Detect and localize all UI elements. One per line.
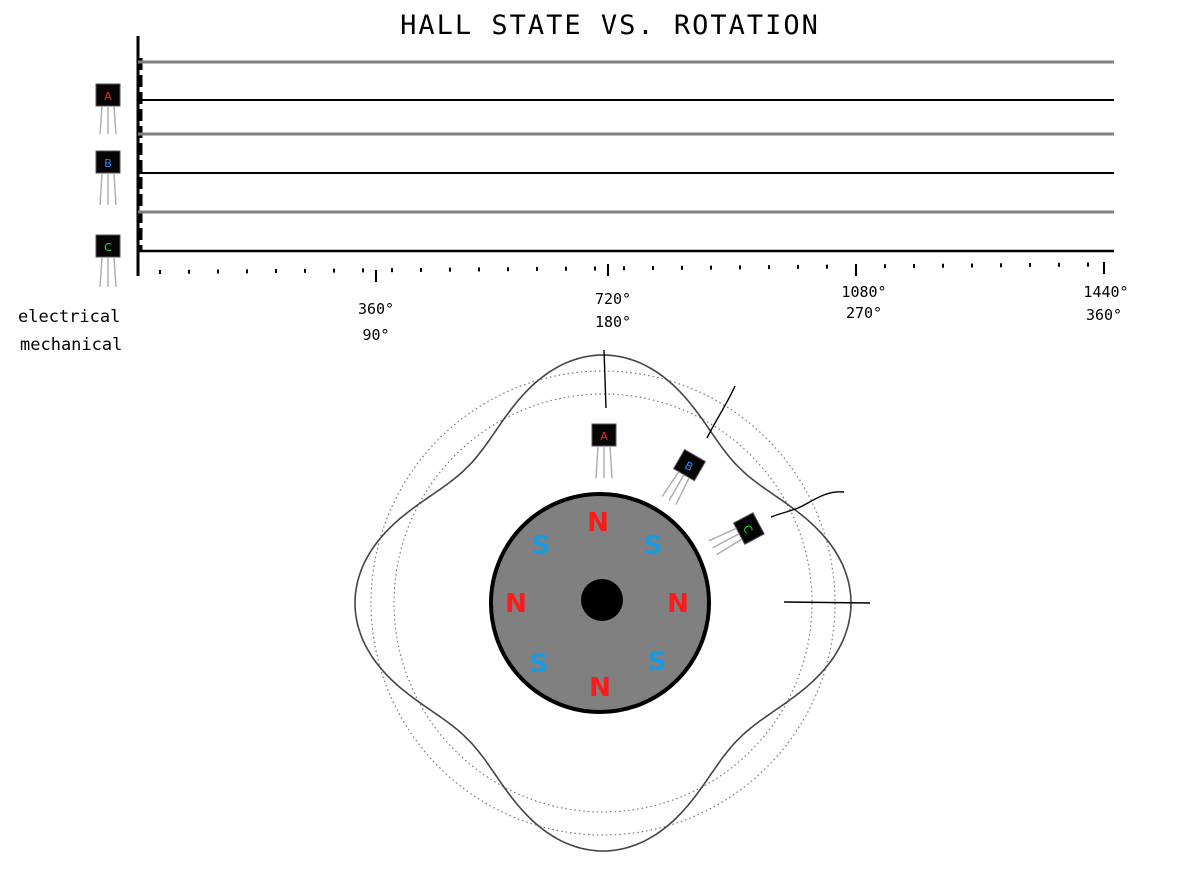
chart-sensor-c-lead-3 [113,256,117,288]
stator-sensor-c-body [732,512,765,545]
stator-sensor-b-lead-1 [661,471,680,498]
rotor-pole-left: N [505,589,527,619]
tick-label-mechanical-270: 270° [846,304,882,322]
stator-sensor-b: B [661,448,707,505]
stator-sensor-b-lead-3 [675,477,690,505]
stator-sensor-c-lead-3 [716,538,743,556]
marker-line-top [603,349,607,409]
stator-sensor-a-lead-3 [609,445,613,479]
rotor-pole-bottom-left: S [530,649,549,679]
chart-sensor-a-label: A [104,90,112,103]
rotor-pole-right: N [667,589,689,619]
tick-label-electrical-720: 720° [595,290,631,308]
stator-sensor-c-lead-1 [708,527,737,542]
rotor-shaft [581,579,623,621]
marker-line-right-upper [770,491,845,518]
motor-diagram: N S N S N S N S A B C [354,349,871,852]
rotor-pole-top-left: S [532,531,551,561]
chart-sensor-b: B [95,150,121,206]
stator-sensor-b-body [672,448,707,482]
axis-row-label-electrical: electrical [18,307,120,327]
tick-label-mechanical-90: 90° [362,326,389,344]
stator-sensor-a-lead-1 [595,445,599,479]
diagram-title: HALL STATE VS. ROTATION [400,10,820,41]
axis-minor-ticks [159,262,1089,274]
rotor-pole-bottom-right: S [648,647,667,677]
chart-sensor-c-label: C [104,241,112,254]
tick-label-electrical-1440: 1440° [1083,283,1128,301]
marker-line-right [783,601,871,604]
chart-sensor-a: A [95,83,121,135]
rotor-pole-top-right: S [644,531,663,561]
chart-sensor-c-lead-1 [99,256,103,288]
stator-sensor-c: C [708,512,765,556]
chart-sensor-b-label: B [104,157,112,170]
rotor-pole-top: N [587,508,609,538]
chart-sensor-b-lead-3 [113,172,117,206]
chart-sensor-a-lead-3 [113,105,117,135]
chart-sensor-b-lead-1 [99,172,103,206]
stator-sensor-a-label: A [600,430,608,443]
axis-row-label-mechanical: mechanical [20,335,122,355]
tick-label-electrical-1080: 1080° [841,283,886,301]
chart-sensor-c: C [95,234,121,288]
stator-sensor-b-lead-2 [668,474,685,501]
marker-line-upper-right [706,385,736,439]
stator-sensor-c-lead-2 [712,533,740,549]
timing-chart: 360° 90° 720° 180° 1080° 270° 1440° 360°… [18,36,1129,355]
tick-label-mechanical-360: 360° [1086,306,1122,324]
chart-sensor-a-lead-1 [99,105,103,135]
stator-sensor-a: A [591,423,617,479]
tick-label-electrical-360: 360° [358,300,394,318]
rotor-pole-bottom: N [589,673,611,703]
tick-label-mechanical-180: 180° [595,313,631,331]
flux-wave-outline [354,354,852,852]
